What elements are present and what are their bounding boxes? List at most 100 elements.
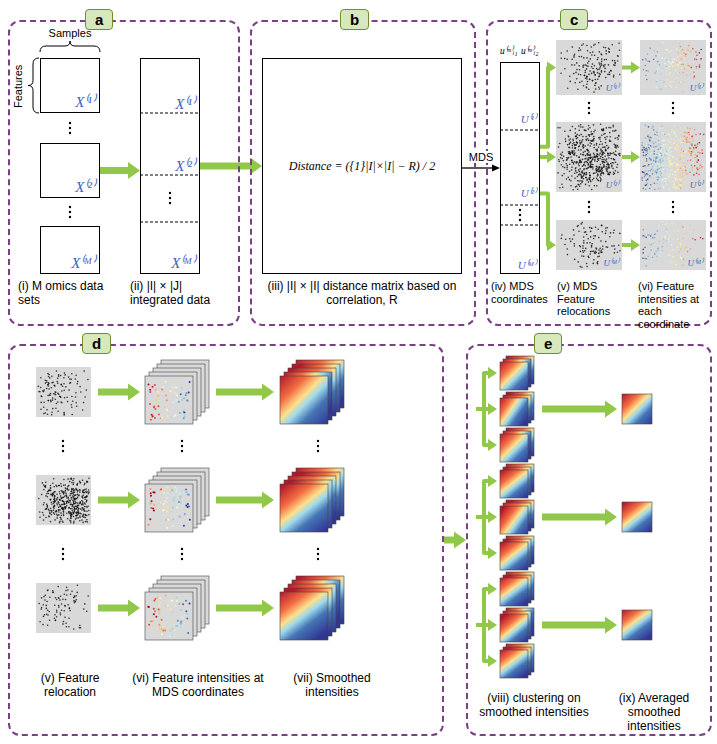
data-point bbox=[680, 53, 682, 55]
data-point bbox=[571, 152, 573, 154]
data-point bbox=[594, 156, 596, 158]
data-point bbox=[589, 174, 591, 176]
data-point bbox=[572, 139, 574, 141]
data-point bbox=[597, 154, 599, 156]
data-point bbox=[587, 62, 589, 64]
data-point bbox=[600, 156, 602, 158]
data-point bbox=[73, 513, 75, 515]
data-point bbox=[75, 601, 77, 603]
data-point bbox=[585, 130, 587, 132]
data-point bbox=[570, 142, 572, 144]
data-point bbox=[70, 512, 72, 514]
ellipsis-dot bbox=[588, 206, 590, 208]
data-point bbox=[61, 486, 63, 488]
ellipsis-dot bbox=[181, 558, 183, 560]
data-point bbox=[599, 67, 601, 69]
data-point bbox=[579, 168, 581, 170]
data-point bbox=[67, 589, 69, 591]
ellipsis-dot bbox=[317, 548, 319, 550]
data-point bbox=[574, 177, 576, 179]
data-point bbox=[178, 516, 180, 518]
data-point bbox=[604, 156, 606, 158]
data-point bbox=[604, 59, 606, 61]
data-point bbox=[596, 153, 598, 155]
data-point bbox=[74, 503, 76, 505]
data-point bbox=[614, 60, 616, 62]
data-point bbox=[60, 519, 62, 521]
data-point bbox=[71, 510, 73, 512]
data-point bbox=[588, 60, 590, 62]
data-point bbox=[567, 158, 569, 160]
data-point bbox=[186, 399, 188, 401]
data-point bbox=[66, 505, 68, 507]
data-point bbox=[85, 488, 87, 490]
data-point bbox=[65, 492, 67, 494]
data-point bbox=[156, 597, 158, 599]
data-point bbox=[179, 492, 181, 494]
arrow-shaft bbox=[200, 163, 252, 170]
data-point bbox=[658, 68, 660, 70]
data-point bbox=[71, 506, 73, 508]
data-point bbox=[569, 238, 571, 240]
data-point bbox=[58, 509, 60, 511]
data-point bbox=[69, 501, 71, 503]
data-point bbox=[576, 162, 578, 164]
data-point bbox=[574, 54, 576, 56]
data-point bbox=[573, 234, 575, 236]
smoothed-map bbox=[500, 470, 528, 498]
data-point bbox=[604, 162, 606, 164]
data-point bbox=[70, 517, 72, 519]
data-point bbox=[596, 170, 598, 172]
data-point bbox=[154, 408, 156, 410]
data-point bbox=[572, 46, 574, 48]
data-point bbox=[601, 135, 603, 137]
data-point bbox=[695, 51, 697, 53]
data-point bbox=[599, 75, 601, 77]
data-point bbox=[592, 139, 594, 141]
data-point bbox=[591, 160, 593, 162]
data-point bbox=[609, 74, 611, 76]
data-point bbox=[79, 489, 81, 491]
data-point bbox=[48, 611, 50, 613]
data-point bbox=[574, 172, 576, 174]
data-point bbox=[69, 495, 71, 497]
data-point bbox=[615, 144, 617, 146]
ellipsis-dot bbox=[69, 216, 71, 218]
data-point bbox=[59, 521, 61, 523]
data-point bbox=[64, 503, 66, 505]
data-point bbox=[601, 166, 603, 168]
data-point bbox=[572, 162, 574, 164]
data-point bbox=[70, 493, 72, 495]
data-point bbox=[170, 390, 172, 392]
data-point bbox=[49, 394, 51, 396]
divider bbox=[140, 113, 200, 114]
data-point bbox=[594, 43, 596, 45]
data-point bbox=[605, 50, 607, 52]
connector bbox=[540, 151, 556, 163]
data-point bbox=[580, 161, 582, 163]
data-point bbox=[75, 374, 77, 376]
data-point bbox=[602, 161, 604, 163]
data-point bbox=[596, 161, 598, 163]
data-point bbox=[63, 501, 65, 503]
data-point bbox=[174, 629, 176, 631]
data-point bbox=[600, 53, 602, 55]
data-point bbox=[617, 139, 619, 141]
data-point bbox=[678, 52, 680, 54]
data-point bbox=[590, 165, 592, 167]
data-point bbox=[591, 54, 593, 56]
data-point bbox=[157, 405, 159, 407]
data-point bbox=[83, 509, 85, 511]
data-point bbox=[578, 149, 580, 151]
data-point bbox=[59, 499, 61, 501]
data-point bbox=[570, 153, 572, 155]
data-point bbox=[653, 50, 655, 52]
data-point bbox=[594, 157, 596, 159]
ellipsis-dot bbox=[672, 211, 674, 213]
data-point bbox=[73, 492, 75, 494]
data-point bbox=[565, 138, 567, 140]
data-point bbox=[601, 128, 603, 130]
data-point bbox=[159, 597, 161, 599]
data-point bbox=[62, 599, 64, 601]
data-point bbox=[660, 74, 662, 76]
